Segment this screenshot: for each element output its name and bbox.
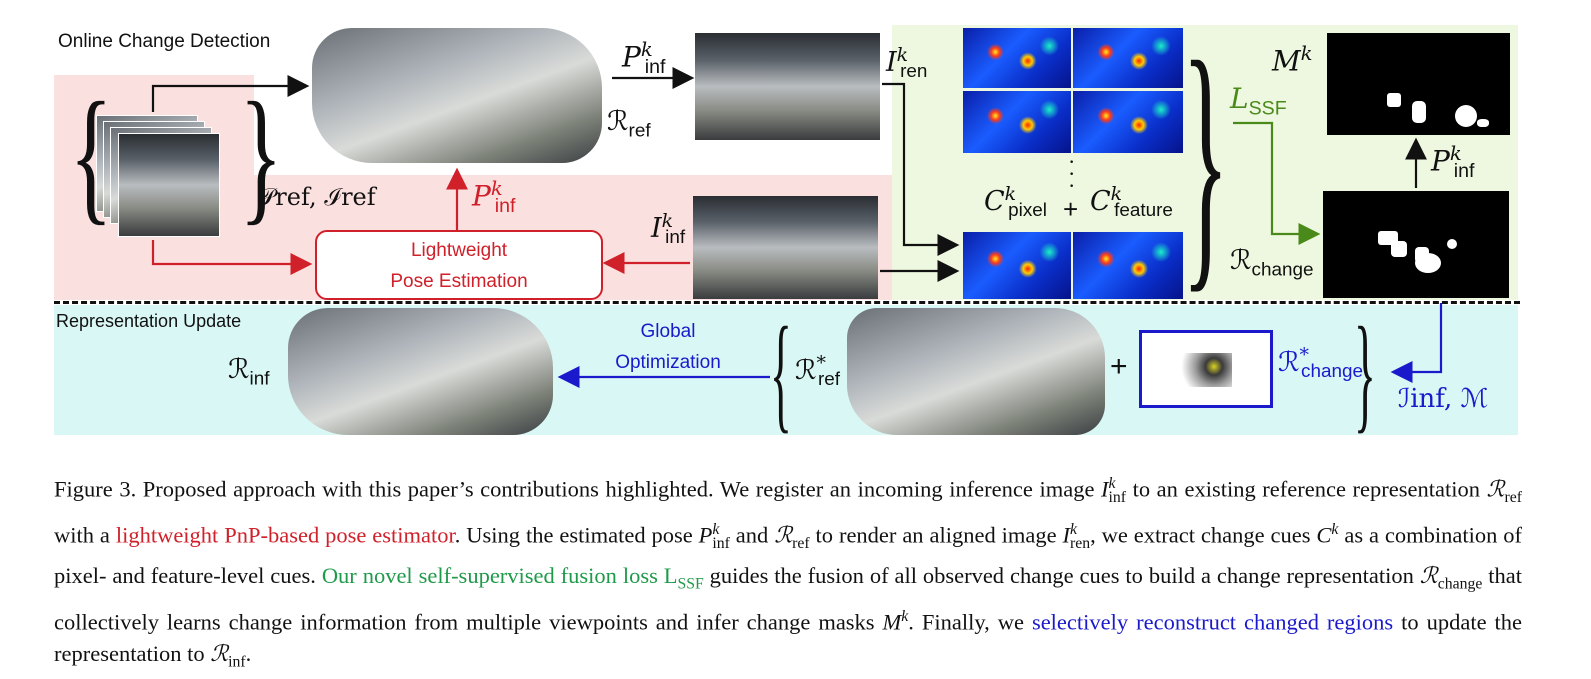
- change-representation-box: [1139, 330, 1273, 408]
- r-ref-label: ℛref: [607, 106, 651, 142]
- arrow-lssf-to-change: [1233, 121, 1321, 245]
- updated-scene-render: [288, 308, 553, 435]
- heatmap-pixel-1: [963, 28, 1071, 88]
- reference-scene-copy: [847, 308, 1105, 435]
- r-change-label: ℛchange: [1230, 245, 1314, 281]
- r-inf-label: ℛinf: [228, 354, 270, 390]
- heatmap-feature-3: [1073, 232, 1183, 299]
- r-ref-star-label: ℛ*ref: [795, 352, 841, 391]
- c-feature-label: Ckfeature: [1090, 183, 1173, 222]
- rendered-image: [695, 33, 880, 140]
- right-brace: }: [239, 72, 283, 238]
- i-inf-label: Ikinf: [651, 210, 686, 249]
- global-optimization-label: Global Optimization: [615, 321, 721, 373]
- m-k-label: Mk: [1272, 42, 1313, 78]
- section-title-online: Online Change Detection: [58, 31, 271, 52]
- arrow-render-to-heatmap: [882, 82, 960, 256]
- p-inf-mask-label: Pkinf: [1431, 142, 1475, 182]
- heatmap-brace: }: [1182, 4, 1230, 315]
- pose-estimation-box: Lightweight Pose Estimation: [315, 230, 603, 300]
- l-ssf-label: LSSF: [1230, 82, 1287, 120]
- dashed-separator: [54, 301, 1520, 304]
- heatmap-feature-1: [1073, 28, 1183, 88]
- pose-estimation-line1: Lightweight: [410, 240, 508, 261]
- p-inf-top-label: Pkinf: [622, 38, 666, 78]
- i-inf-m-label: ℐinf, ℳ: [1398, 384, 1489, 414]
- plus-sign: +: [1063, 194, 1079, 224]
- reference-scene-render: [312, 28, 602, 163]
- arrow-stack-to-scene: [151, 75, 310, 112]
- arrow-mask-to-update: [1390, 303, 1443, 383]
- change-mask-top: [1327, 33, 1510, 135]
- left-brace: {: [69, 72, 113, 238]
- inference-image: [693, 196, 878, 299]
- vertical-ellipsis: ···: [1068, 149, 1076, 198]
- bottom-right-brace: }: [1354, 301, 1376, 445]
- p-ref-i-ref-label: 𝒫ref, ℐref: [258, 183, 376, 211]
- p-inf-red-label: Pkinf: [472, 177, 516, 217]
- pose-estimation-line2: Pose Estimation: [390, 271, 528, 292]
- arrow-stack-to-pose: [151, 240, 313, 275]
- r-change-star-label: ℛ*change: [1278, 344, 1363, 383]
- plus-bottom: +: [1110, 350, 1128, 383]
- heatmap-feature-2: [1073, 91, 1183, 153]
- heatmap-pixel-2: [963, 91, 1071, 153]
- section-title-update: Representation Update: [56, 311, 242, 331]
- bottom-left-brace: {: [770, 301, 792, 445]
- heatmap-pixel-3: [963, 232, 1071, 299]
- figure-caption: Figure 3. Proposed approach with this pa…: [54, 475, 1523, 671]
- change-representation-render: [1323, 191, 1509, 298]
- i-ren-label: Ikren: [886, 44, 928, 83]
- c-pixel-label: Ckpixel: [984, 183, 1047, 222]
- arrows-layer: [151, 67, 1443, 388]
